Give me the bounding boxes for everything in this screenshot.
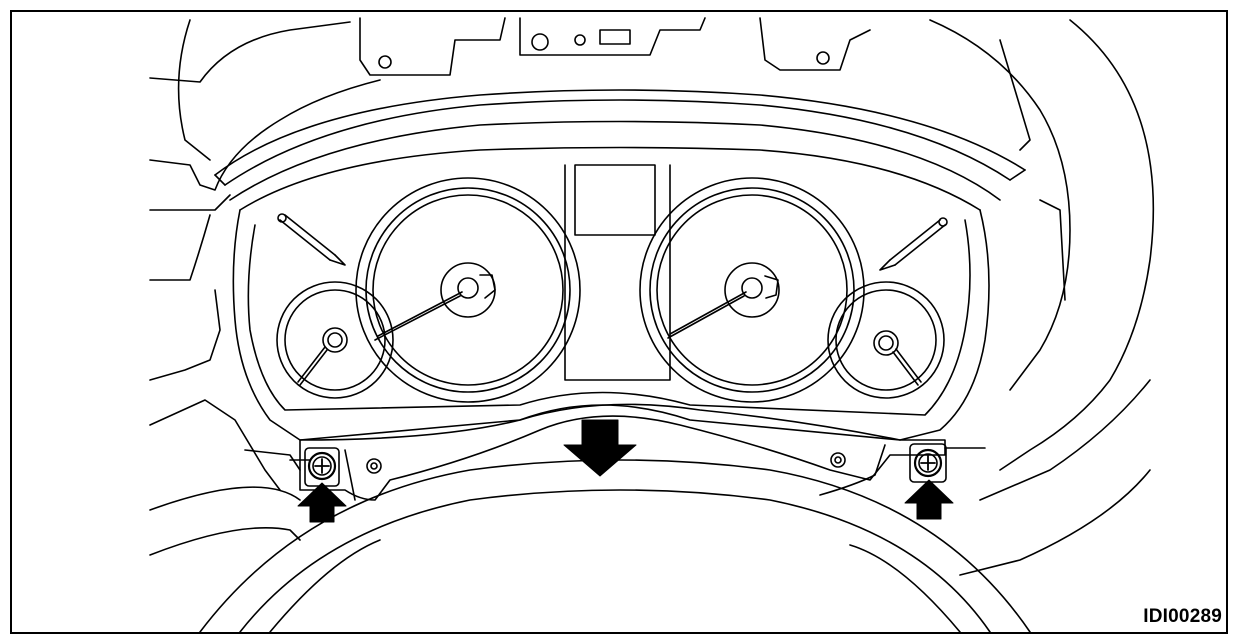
dashboard-outline (149, 19, 1155, 576)
left-small-gauge (276, 281, 394, 399)
arrows (297, 419, 954, 523)
trip-reset-knobs (277, 213, 948, 271)
figure-frame (10, 10, 1228, 634)
left-screw (304, 447, 340, 487)
lower-bracket (289, 403, 986, 501)
upper-bracket (359, 17, 871, 76)
right-screw (909, 443, 947, 483)
screw-icon (307, 451, 337, 481)
up-arrow-icon (297, 482, 347, 523)
screw-icon (913, 448, 943, 478)
figure-id-label: IDI00289 (1143, 606, 1222, 627)
cluster-hood (214, 89, 1026, 201)
left-large-gauge (355, 177, 581, 403)
right-small-gauge (827, 281, 945, 399)
right-large-gauge (639, 177, 865, 403)
down-arrow-icon (563, 419, 637, 477)
center-display (564, 164, 671, 381)
up-arrow-icon (904, 479, 954, 520)
